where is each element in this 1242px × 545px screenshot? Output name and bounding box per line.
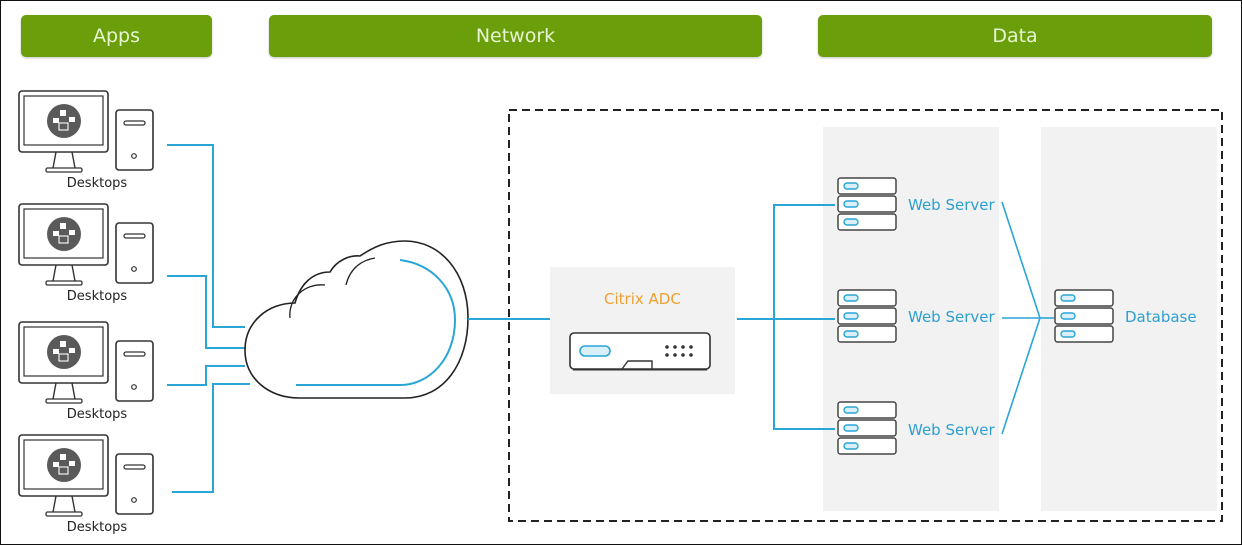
desktop-label-3: Desktops xyxy=(66,407,128,422)
header-data-label: Data xyxy=(992,25,1038,47)
connector-desktop-4 xyxy=(172,383,250,493)
connector-web3-db xyxy=(1001,317,1041,435)
desktop-with-tower-icon xyxy=(18,203,154,286)
web-server-2-icon xyxy=(837,289,897,343)
header-apps-label: Apps xyxy=(92,25,141,47)
desktop-with-tower-icon xyxy=(18,434,154,517)
connector-web1-db xyxy=(1001,201,1041,319)
desktop-with-tower-icon xyxy=(18,321,154,404)
database-icon xyxy=(1054,289,1114,343)
web-server-label-2: Web Server xyxy=(908,308,995,326)
header-data: Data xyxy=(818,15,1212,57)
web-server-1-icon xyxy=(837,177,897,231)
desktop-icons xyxy=(18,90,154,517)
connector-web-1 xyxy=(773,204,835,430)
desktop-label-2: Desktops xyxy=(66,289,128,304)
web-server-label-3: Web Server xyxy=(908,421,995,439)
desktop-label-1: Desktops xyxy=(66,176,128,191)
server-racks xyxy=(837,177,1114,455)
adc-zone xyxy=(550,267,735,394)
database-label: Database xyxy=(1125,308,1197,326)
web-server-label-1: Web Server xyxy=(908,196,995,214)
connector-desktop-2 xyxy=(167,275,245,349)
header-network: Network xyxy=(269,15,762,57)
web-db-connectors xyxy=(1001,201,1054,435)
desktop-label-4: Desktops xyxy=(66,520,128,535)
header-apps: Apps xyxy=(21,15,212,57)
web-server-3-icon xyxy=(837,401,897,455)
adc-label: Citrix ADC xyxy=(604,290,681,308)
datacenter-boundary xyxy=(508,109,1223,522)
header-network-label: Network xyxy=(475,25,556,47)
desktop-with-tower-icon xyxy=(18,90,154,173)
desktop-connectors xyxy=(167,144,250,493)
connector-desktop-1 xyxy=(167,144,245,328)
appliance-icon xyxy=(569,332,711,371)
connector-desktop-3 xyxy=(167,365,245,386)
cloud-icon xyxy=(244,240,469,399)
adc-connectors xyxy=(737,204,835,430)
